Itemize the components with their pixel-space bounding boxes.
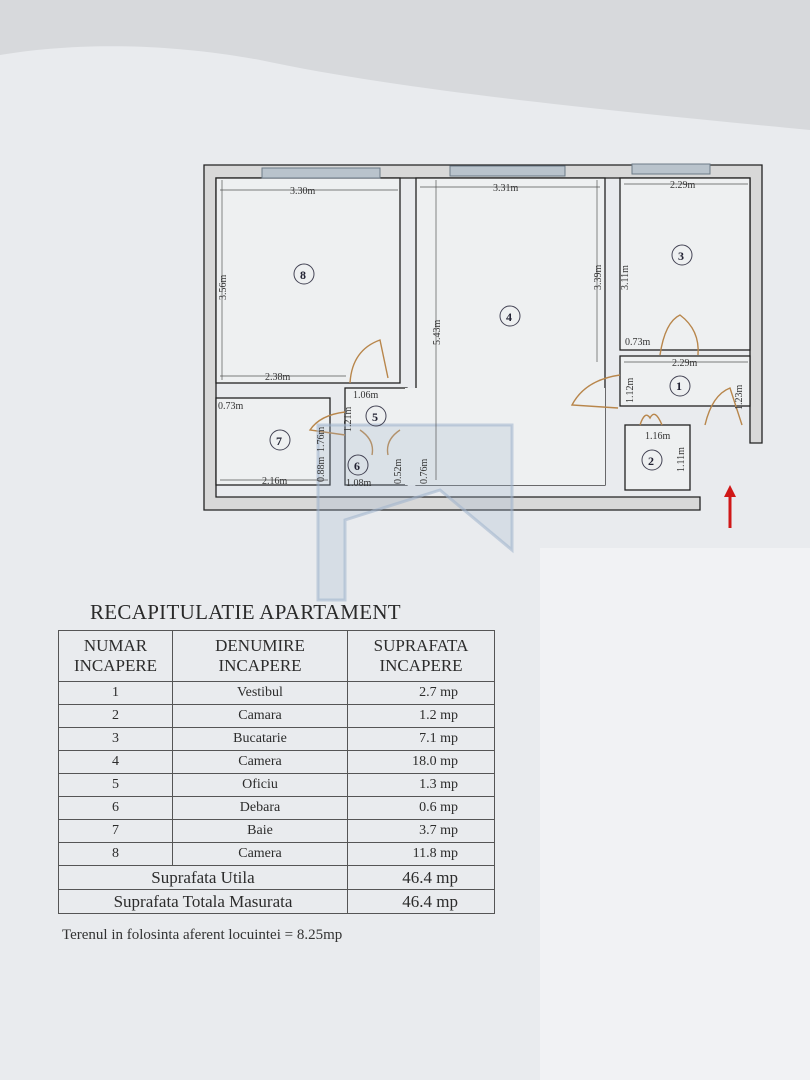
- dimension-label: 1.08m: [346, 478, 372, 489]
- room-7: [215, 397, 331, 486]
- dimension-label: 3.39m: [593, 265, 604, 291]
- room-name: Oficiu: [172, 773, 348, 797]
- room-number-label: 6: [354, 459, 360, 473]
- floor-plan: 1 2 3 4 5 6 7 8 3.30m 3.31m 2.29m 3.56m …: [203, 163, 763, 602]
- room-area: 1.2 mp: [347, 704, 495, 728]
- room-summary-table: NUMAR INCAPERE DENUMIRE INCAPERE SUPRAFA…: [58, 630, 495, 914]
- overlapping-paper: [540, 548, 810, 1080]
- window-icon: [631, 163, 711, 175]
- total-value: 46.4 mp: [347, 889, 495, 914]
- door-icon: [359, 429, 401, 456]
- doors: [308, 314, 743, 456]
- dimension-label: 1.21m: [343, 407, 354, 433]
- dimension-label: 1.12m: [625, 378, 636, 404]
- room-5-6: [344, 387, 408, 486]
- room-number-label: 8: [300, 268, 306, 282]
- room-number: 8: [58, 842, 173, 866]
- dimension-label: 2.29m: [670, 180, 696, 191]
- total-label: Suprafata Utila: [58, 865, 348, 890]
- room-name: Bucatarie: [172, 727, 348, 751]
- room-number-label: 4: [506, 310, 512, 324]
- summary-title: RECAPITULATIE APARTAMENT: [90, 600, 401, 624]
- dimension-label: 1.06m: [353, 390, 379, 401]
- windows: [261, 163, 711, 179]
- room-area: 3.7 mp: [347, 819, 495, 843]
- window-icon: [449, 165, 566, 177]
- background-paper: [0, 0, 810, 130]
- entrance-arrow-icon: [724, 485, 736, 528]
- room-number: 6: [58, 796, 173, 820]
- room-name: Camara: [172, 704, 348, 728]
- room-area: 2.7 mp: [347, 681, 495, 705]
- dimension-label: 3.30m: [290, 186, 316, 197]
- room-8: [215, 177, 401, 384]
- room-name: Camera: [172, 750, 348, 774]
- column-header: SUPRAFATA INCAPERE: [347, 630, 495, 682]
- column-header: NUMAR INCAPERE: [58, 630, 173, 682]
- room-1: [619, 355, 751, 407]
- dimension-label: 2.29m: [672, 358, 698, 369]
- window-icon: [261, 167, 381, 179]
- room-number: 3: [58, 727, 173, 751]
- total-value: 46.4 mp: [347, 865, 495, 890]
- room-number-label: 2: [648, 454, 654, 468]
- room-number: 7: [58, 819, 173, 843]
- room-area: 11.8 mp: [347, 842, 495, 866]
- watermark-logo: [316, 423, 514, 602]
- room-area: 0.6 mp: [347, 796, 495, 820]
- room-3: [619, 177, 751, 351]
- door-icon: [659, 314, 699, 356]
- room-name: Debara: [172, 796, 348, 820]
- door-icon: [349, 339, 389, 384]
- room-2: [624, 424, 691, 491]
- room-number: 4: [58, 750, 173, 774]
- door-icon: [570, 374, 621, 409]
- room-name: Camera: [172, 842, 348, 866]
- dimension-label: 3.31m: [493, 183, 519, 194]
- room-name: Baie: [172, 819, 348, 843]
- room-area: 1.3 mp: [347, 773, 495, 797]
- dimension-label: 3.11m: [620, 265, 631, 290]
- door-icon: [704, 387, 743, 426]
- dimension-label: 2.38m: [265, 372, 291, 383]
- dimension-label: 0.52m: [393, 459, 404, 485]
- room-number-label: 3: [678, 249, 684, 263]
- dimension-label: 2.16m: [262, 476, 288, 487]
- column-header: DENUMIRE INCAPERE: [172, 630, 348, 682]
- dimension-label: 5.43m: [432, 320, 443, 346]
- dimension-label: 1.76m: [316, 427, 327, 453]
- room-number: 2: [58, 704, 173, 728]
- dimension-label: 0.76m: [419, 459, 430, 485]
- dimension-label: 1.16m: [645, 431, 671, 442]
- dimension-label: 1.11m: [676, 447, 687, 472]
- door-icon: [639, 413, 663, 426]
- room-name: Vestibul: [172, 681, 348, 705]
- door-icon: [308, 411, 346, 436]
- room-number: 1: [58, 681, 173, 705]
- room-area: 7.1 mp: [347, 727, 495, 751]
- room-area: 18.0 mp: [347, 750, 495, 774]
- dimension-label: 0.73m: [625, 337, 651, 348]
- room-number-label: 5: [372, 410, 378, 424]
- dimension-label: 1.23m: [734, 385, 745, 411]
- total-label: Suprafata Totala Masurata: [58, 889, 348, 914]
- room-number-label: 1: [676, 379, 682, 393]
- dimension-label: 0.73m: [218, 401, 244, 412]
- room-number-label: 7: [276, 434, 282, 448]
- room-number: 5: [58, 773, 173, 797]
- dimension-label: 3.56m: [218, 275, 229, 301]
- dimension-label: 0.88m: [316, 457, 327, 483]
- land-area-note: Terenul in folosinta aferent locuintei =…: [62, 927, 343, 943]
